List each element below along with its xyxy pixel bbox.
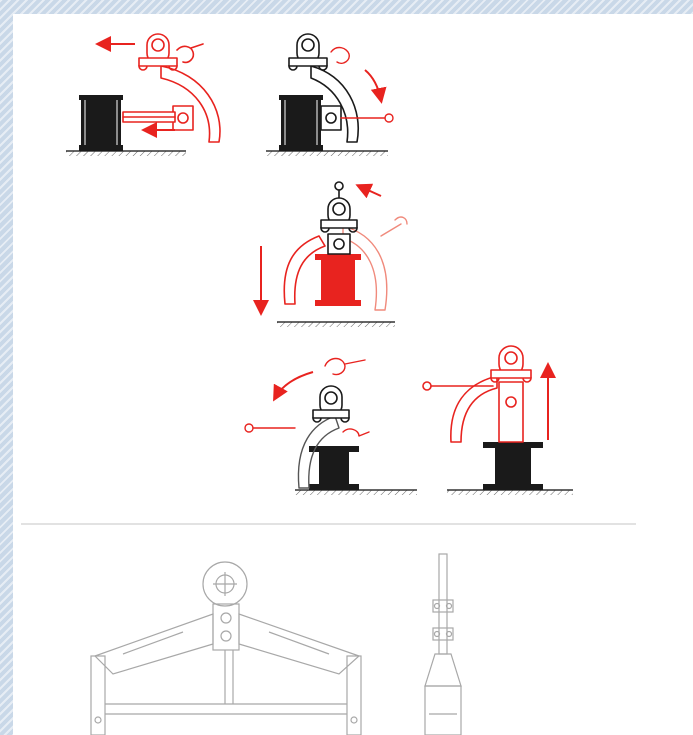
reel-black (309, 446, 359, 490)
reel-red (315, 254, 361, 306)
reel-black (79, 95, 123, 151)
technical-drawing-front-view (91, 562, 361, 735)
step-5-illustration (423, 346, 573, 495)
reel-black (279, 95, 323, 151)
lifter-arm-red (123, 34, 220, 142)
step-4-illustration (245, 359, 417, 496)
arrow-down-left (275, 372, 313, 398)
technical-drawing-side-view (425, 554, 461, 735)
lifter-arm-red (423, 346, 531, 442)
step-3-illustration (261, 182, 407, 327)
arrow-up-left (359, 186, 381, 196)
lifter-head-black (313, 386, 349, 422)
reel-lifter-illustration (13, 14, 693, 735)
step-2-illustration (266, 34, 393, 156)
lifter-head-black (321, 182, 357, 254)
reel-black (483, 442, 543, 490)
instruction-panel (13, 14, 693, 735)
lifter-arm-red (284, 236, 325, 304)
arrow-down-right (365, 70, 381, 100)
hands-red (245, 359, 369, 437)
step-1-illustration (66, 34, 220, 156)
